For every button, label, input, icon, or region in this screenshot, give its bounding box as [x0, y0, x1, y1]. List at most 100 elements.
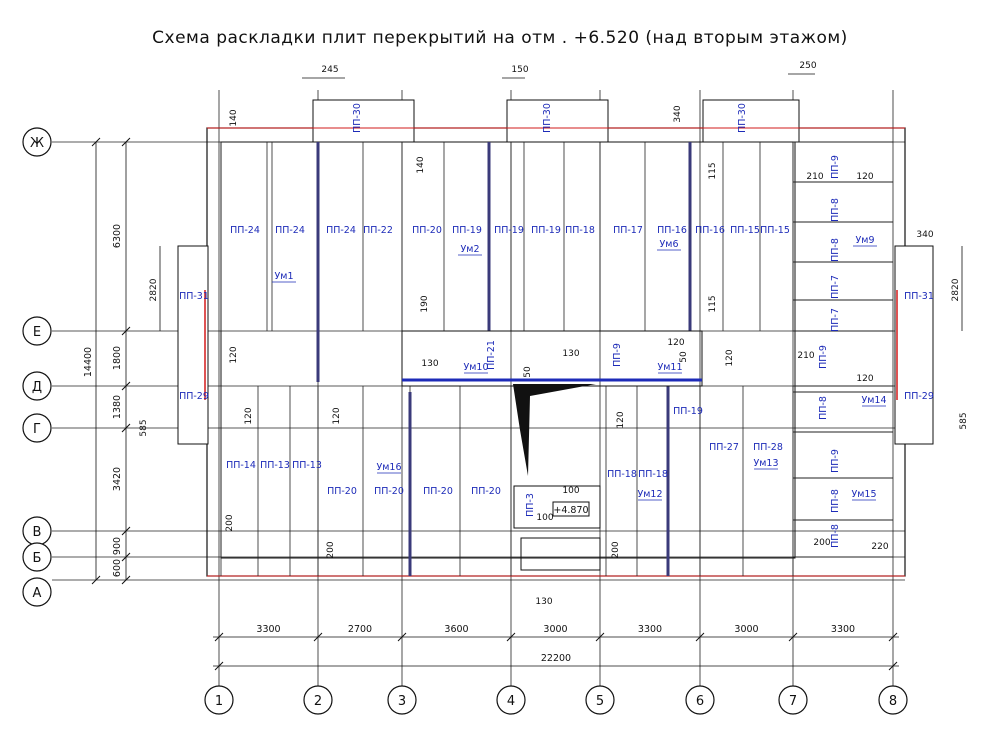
dim-tick — [121, 552, 131, 562]
slab-label: ПП-7 — [830, 275, 841, 299]
bay-top-3 — [702, 99, 800, 143]
slab-outlines — [220, 141, 893, 576]
beam-label: Ум2 — [461, 244, 480, 255]
slab-label: ПП-20 — [471, 486, 501, 497]
dim-number: 200 — [611, 541, 621, 558]
slab-label: ПП-18 — [565, 225, 595, 236]
dim-tick — [788, 632, 798, 642]
slab-label: ПП-29 — [904, 391, 934, 402]
slab-label: ПП-21 — [486, 340, 497, 370]
dim-tick — [888, 661, 898, 671]
corridor-band — [401, 330, 703, 387]
dim-number: 120 — [244, 407, 254, 424]
dim-number: 120 — [332, 407, 342, 424]
beam-label: Ум10 — [463, 362, 488, 373]
slab-label: ПП-27 — [709, 442, 739, 453]
axis-label: Е — [33, 325, 41, 340]
dim-number: 120 — [667, 338, 684, 348]
slab-label: ПП-24 — [275, 225, 305, 236]
slab-label: ПП-7 — [830, 308, 841, 332]
dim-tick — [313, 632, 323, 642]
pp3-box — [513, 485, 601, 529]
drawing-title: Схема раскладки плит перекрытий на отм .… — [152, 28, 848, 48]
slab-label: ПП-20 — [412, 225, 442, 236]
slab-label: ПП-20 — [374, 486, 404, 497]
span-dim-left: 600 — [112, 559, 123, 577]
axis-label: Б — [33, 551, 42, 566]
axis-bubble-7 — [778, 685, 808, 715]
beam-label: Ум14 — [861, 395, 886, 406]
slab-label: ПП-15 — [730, 225, 760, 236]
slab-label: ПП-30 — [352, 103, 363, 133]
slab-label: ПП-20 — [327, 486, 357, 497]
beam-label: Ум1 — [275, 271, 294, 282]
slab-label: ПП-8 — [830, 524, 841, 548]
dim-number: 140 — [229, 109, 239, 126]
beam-label: Ум6 — [660, 239, 679, 250]
dim-tick — [91, 575, 101, 585]
slab-label: ПП-13 — [292, 460, 322, 471]
dim-tick — [214, 632, 224, 642]
bay-left — [177, 245, 209, 445]
dim-tick — [121, 423, 131, 433]
axis-bubble-4 — [496, 685, 526, 715]
slab-label: ПП-19 — [494, 225, 524, 236]
axis-bubble-Б — [22, 542, 52, 572]
span-dim-left: 900 — [112, 537, 123, 555]
axis-label: А — [33, 586, 42, 601]
dim-number: 130 — [421, 359, 438, 369]
axis-label: 1 — [215, 694, 223, 709]
slab-label: ПП-9 — [830, 449, 841, 473]
elevation-mark: +4.870 — [553, 505, 588, 516]
dim-number: 140 — [416, 156, 426, 173]
bay-right — [894, 245, 934, 445]
dim-number: 120 — [229, 346, 239, 363]
beam-label: Ум13 — [753, 458, 778, 469]
dim-tick — [214, 661, 224, 671]
axis-bubble-А — [22, 577, 52, 607]
misc-dim: 340 — [673, 105, 683, 122]
dim-tick — [121, 137, 131, 147]
span-dim: 3300 — [831, 624, 855, 635]
dim-number: 210 — [806, 172, 823, 182]
slab-label: ПП-14 — [226, 460, 256, 471]
dim-tick — [695, 632, 705, 642]
slab-label: ПП-3 — [525, 493, 536, 517]
dim-number: 120 — [725, 349, 735, 366]
dim-number: 120 — [856, 374, 873, 384]
axis-label: 4 — [507, 694, 515, 709]
axis-bubble-Д — [22, 371, 52, 401]
slab-label: ПП-9 — [612, 343, 623, 367]
overall-dim: 22200 — [541, 653, 571, 664]
dim-tick — [121, 575, 131, 585]
axis-label: 7 — [789, 694, 797, 709]
bay-top-1 — [312, 99, 415, 143]
dim-number: 120 — [856, 172, 873, 182]
dim-number: 200 — [813, 538, 830, 548]
dim-tick — [506, 632, 516, 642]
span-dim: 3000 — [734, 624, 758, 635]
axis-label: 6 — [696, 694, 704, 709]
span-dim: 2700 — [348, 624, 372, 635]
dim-tick — [121, 526, 131, 536]
misc-dim: 150 — [511, 65, 528, 75]
slab-label: ПП-24 — [230, 225, 260, 236]
slab-label: ПП-8 — [830, 238, 841, 262]
dim-number: 130 — [535, 597, 552, 607]
axis-label: В — [33, 525, 42, 540]
span-dim-left: 6300 — [112, 224, 123, 248]
axis-label: 8 — [889, 694, 897, 709]
slab-label: ПП-8 — [830, 198, 841, 222]
beam-label: Ум9 — [856, 235, 875, 246]
dim-number: 50 — [679, 351, 689, 363]
slab-label: ПП-31 — [179, 291, 209, 302]
misc-dim: 245 — [321, 65, 338, 75]
span-dim: 3300 — [256, 624, 280, 635]
axis-bubble-2 — [303, 685, 333, 715]
dim-tick — [397, 632, 407, 642]
dim-number: 340 — [916, 230, 933, 240]
slab-label: ПП-19 — [673, 406, 703, 417]
slab-label: ПП-30 — [737, 103, 748, 133]
